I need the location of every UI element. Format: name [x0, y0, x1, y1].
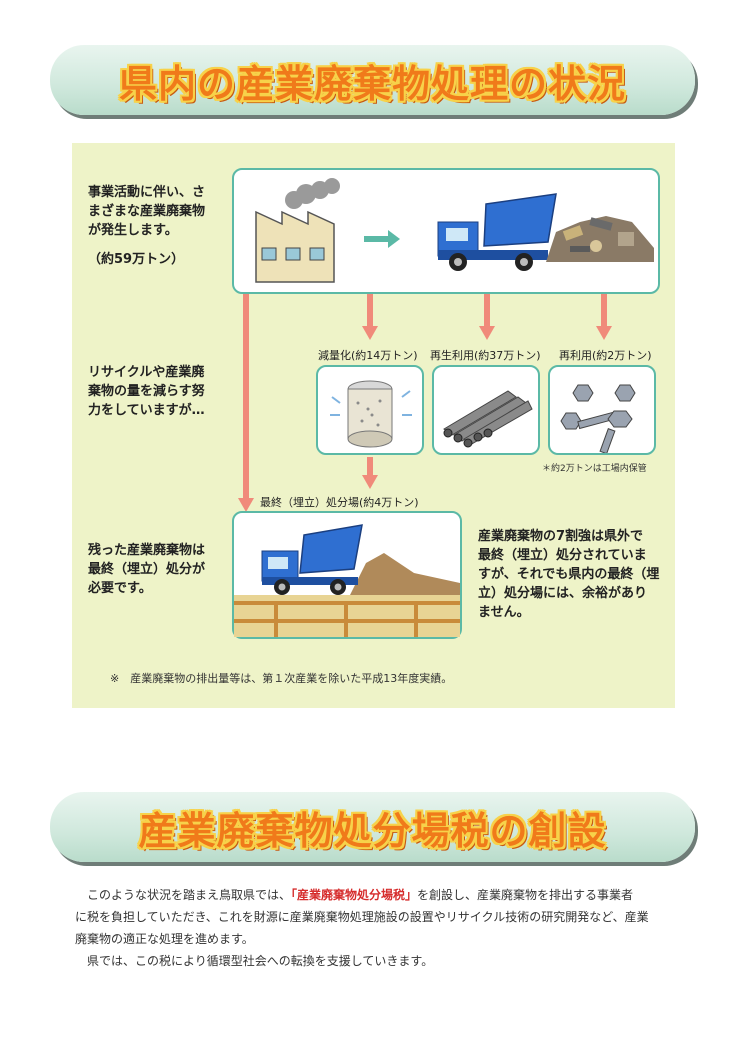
landfill-description-line: 産業廃棄物の7割強は県外で	[478, 529, 644, 544]
dump-truck-icon	[261, 524, 363, 595]
step3-line: 残った産業廃棄物は	[88, 543, 206, 558]
paragraph-text: 県では、この税により循環型社会への転換を支援していきます。	[87, 954, 434, 968]
paragraph-text: を創設し、産業廃棄物を排出する事業者	[417, 888, 634, 902]
reuse-label: 再利用(約2万トン)	[559, 349, 652, 362]
landfill-description-line: 最終（埋立）処分されていま	[478, 548, 647, 563]
tax-name: 「産業廃棄物処分場税」	[291, 888, 418, 902]
step3-line: 最終（埋立）処分が	[88, 562, 206, 577]
arrow-right-icon	[364, 230, 400, 248]
factory-truck-illustration	[255, 178, 654, 283]
bolts-nuts-icon	[560, 384, 636, 455]
paragraph-line: に税を負担していただき、これを財源に産業廃棄物処理施設の設置やリサイクル技術の研…	[75, 910, 649, 924]
waste-generation-box	[232, 168, 660, 294]
paragraph-line: 県では、この税により循環型社会への転換を支援していきます。	[75, 950, 685, 972]
section-title: 産業廃棄物処分場税の創設	[138, 808, 607, 853]
arrow-down-icon	[596, 294, 612, 340]
reduce-box	[316, 365, 424, 455]
waste-pile-icon	[546, 216, 654, 262]
arrow-down-icon	[362, 294, 378, 340]
factory-icon	[255, 210, 335, 283]
smoke-icon	[285, 178, 340, 209]
reuse-box	[548, 365, 656, 455]
arrow-down-long-icon	[238, 294, 254, 512]
arrow-down-icon	[362, 457, 378, 489]
landfill-description-line: すが、それでも県内の最終（埋	[478, 567, 660, 582]
step1-amount: （約59万トン）	[88, 252, 185, 267]
step2-line: 力をしていますが…	[88, 403, 205, 418]
landfill-description-line: ません。	[478, 605, 530, 620]
step1-line: まざまな産業廃棄物	[88, 204, 206, 219]
pipes-icon	[443, 390, 533, 448]
section-title-banner: 県内の産業廃棄物処理の状況	[50, 45, 695, 115]
footnote: ※ 産業廃棄物の排出量等は、第１次産業を除いた平成13年度実績。	[110, 672, 453, 685]
section-title-banner: 産業廃棄物処分場税の創設	[50, 792, 695, 862]
flow-panel: 事業活動に伴い、さ まざまな産業廃棄物 が発生します。 （約59万トン） リサイ…	[72, 143, 675, 708]
step2-text: リサイクルや産業廃 棄物の量を減らす努 力をしていますが…	[88, 363, 205, 420]
step1-line: 事業活動に伴い、さ	[88, 185, 206, 200]
landfill-illustration	[234, 524, 460, 637]
step1-line: が発生します。	[88, 223, 178, 238]
landfill-description: 産業廃棄物の7割強は県外で 最終（埋立）処分されていま すが、それでも県内の最終…	[478, 527, 659, 622]
step3-line: 必要です。	[88, 581, 152, 596]
section-title: 県内の産業廃棄物処理の状況	[118, 61, 626, 106]
dump-truck-icon	[437, 193, 557, 271]
incinerator-icon	[330, 380, 412, 448]
reuse-note: ＊約2万トンは工場内保管	[542, 464, 647, 474]
body-paragraph: このような状況を踏まえ鳥取県では、「産業廃棄物処分場税」を創設し、産業廃棄物を排…	[75, 884, 685, 972]
step2-line: リサイクルや産業廃	[88, 365, 205, 380]
paragraph-text: このような状況を踏まえ鳥取県では、	[87, 888, 292, 902]
arrow-down-icon	[479, 294, 495, 340]
step2-line: 棄物の量を減らす努	[88, 384, 205, 399]
reduce-label: 減量化(約14万トン)	[318, 349, 418, 362]
landfill-box	[232, 511, 462, 639]
step1-text: 事業活動に伴い、さ まざまな産業廃棄物 が発生します。 （約59万トン）	[88, 183, 205, 269]
paragraph-line: 廃棄物の適正な処理を進めます。	[75, 932, 254, 946]
recycle-box	[432, 365, 540, 455]
paragraph-line: このような状況を踏まえ鳥取県では、「産業廃棄物処分場税」を創設し、産業廃棄物を排…	[75, 884, 685, 906]
landfill-label: 最終（埋立）処分場(約4万トン)	[260, 496, 419, 509]
step3-text: 残った産業廃棄物は 最終（埋立）処分が 必要です。	[88, 541, 205, 598]
landfill-description-line: 立）処分場には、余裕があり	[478, 586, 648, 601]
recycle-label: 再生利用(約37万トン)	[430, 349, 541, 362]
